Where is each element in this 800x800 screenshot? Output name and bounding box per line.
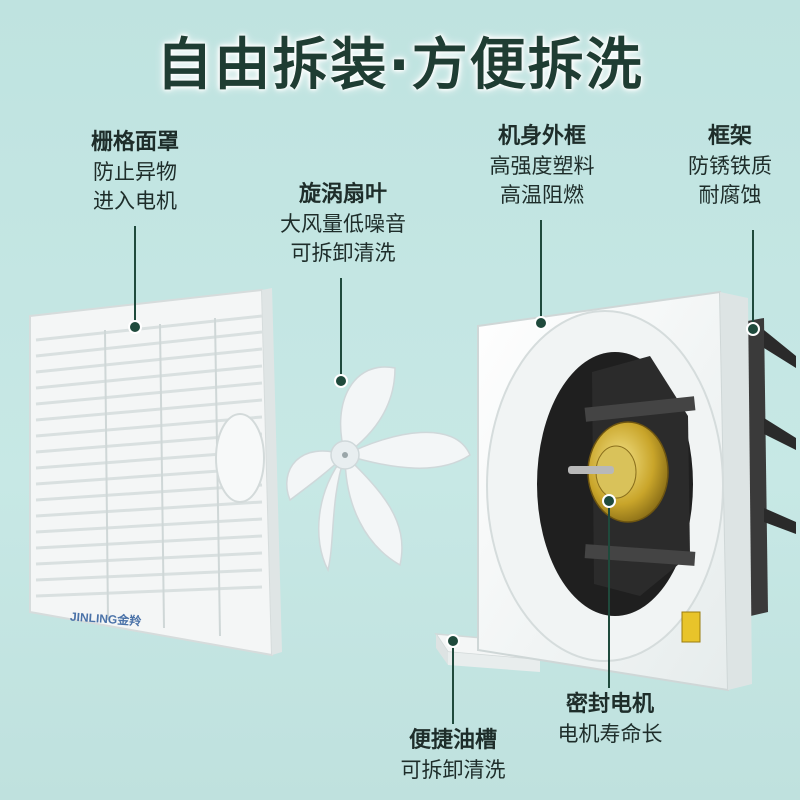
callout-frame-line2: 耐腐蚀 — [698, 183, 762, 207]
callout-frame-dot — [746, 322, 760, 336]
callout-grille-title: 栅格面罩 — [90, 130, 179, 155]
callout-housing-line2: 高温阻燃 — [500, 183, 584, 207]
callout-frame: 框架 防锈铁质 耐腐蚀 — [670, 122, 790, 210]
fan-housing — [477, 290, 752, 692]
callout-frame-line — [752, 230, 754, 326]
callout-oil-tray-line1: 可拆卸清洗 — [400, 758, 506, 782]
callout-grille-dot — [128, 320, 142, 334]
callout-housing-title: 机身外框 — [497, 124, 586, 149]
callout-blade-line2: 可拆卸清洗 — [290, 241, 396, 265]
callout-motor-title: 密封电机 — [565, 692, 654, 717]
callout-grille-line1: 防止异物 — [93, 160, 177, 184]
callout-housing: 机身外框 高强度塑料 高温阻燃 — [462, 122, 622, 210]
callout-frame-title: 框架 — [707, 124, 752, 149]
callout-frame-line1: 防锈铁质 — [688, 154, 772, 178]
grille-cover — [29, 288, 282, 657]
callout-grille-line2: 进入电机 — [93, 189, 177, 213]
callout-oil-tray: 便捷油槽 可拆卸清洗 — [378, 726, 528, 785]
callout-housing-dot — [534, 316, 548, 330]
fan-blade — [286, 366, 471, 573]
callout-grille-line — [134, 226, 136, 326]
callout-motor-line — [608, 500, 610, 688]
callout-motor-dot — [602, 494, 616, 508]
callout-grille: 栅格面罩 防止异物 进入电机 — [70, 128, 200, 216]
callout-blade-line — [340, 278, 342, 378]
callout-housing-line — [540, 220, 542, 320]
callout-blade-dot — [334, 374, 348, 388]
callout-housing-line1: 高强度塑料 — [489, 154, 595, 178]
callout-blade: 旋涡扇叶 大风量低噪音 可拆卸清洗 — [258, 180, 428, 268]
callout-oil-tray-title: 便捷油槽 — [408, 728, 497, 753]
callout-motor-line1: 电机寿命长 — [557, 722, 663, 746]
callout-motor: 密封电机 电机寿命长 — [530, 690, 690, 749]
callout-blade-line1: 大风量低噪音 — [280, 212, 406, 236]
callout-blade-title: 旋涡扇叶 — [298, 182, 387, 207]
callout-oil-tray-dot — [446, 634, 460, 648]
page-headline: 自由拆装·方便拆洗 — [156, 33, 644, 98]
callout-oil-tray-line — [452, 640, 454, 724]
